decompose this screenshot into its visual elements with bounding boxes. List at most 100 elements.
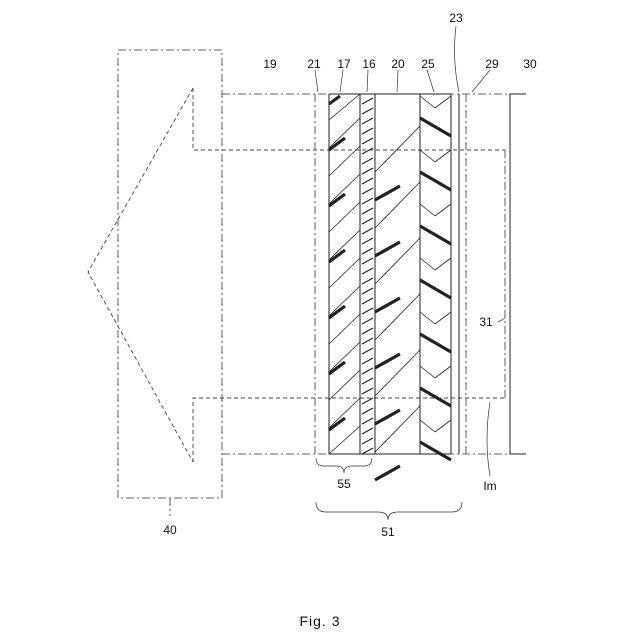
label-17: 17: [337, 57, 351, 71]
hatch-17-line: [329, 174, 360, 204]
layer-25-hatching: [420, 96, 451, 460]
hatch-20-bold: [375, 354, 400, 368]
label-16: 16: [362, 57, 376, 71]
hatch-25-line: [420, 420, 435, 432]
hatch-25-line: [435, 366, 451, 378]
hatch-17-line: [329, 202, 360, 232]
hatch-17-line: [329, 370, 360, 400]
label-25: 25: [421, 57, 435, 71]
hatch-16-line: [362, 258, 373, 264]
label-20: 20: [391, 57, 405, 71]
hatch-20-bold: [375, 466, 400, 480]
hatch-25-bold: [420, 172, 451, 190]
hatch-16-line: [362, 418, 373, 424]
hatch-16-line: [362, 378, 373, 384]
hatch-16-line: [362, 168, 373, 174]
hatch-25-line: [435, 204, 451, 216]
hatch-25-line: [420, 258, 435, 270]
hatch-25-bold: [420, 280, 451, 298]
label-im: Im: [483, 479, 496, 493]
hatch-17-line: [329, 342, 360, 372]
element-30-bracket: [510, 94, 526, 454]
hatch-16-line: [362, 308, 373, 314]
label-23: 23: [449, 11, 463, 25]
brace-55: [316, 458, 372, 473]
brace-51: [316, 502, 462, 520]
leader-im: [487, 402, 490, 476]
arrow-head-path: [88, 88, 193, 462]
hatch-25-bold: [420, 388, 451, 406]
hatch-16-line: [362, 198, 373, 204]
element-40-outline: [118, 50, 222, 498]
hatch-16-line: [362, 188, 373, 194]
hatch-16-line: [362, 438, 373, 444]
leader-20: [397, 70, 398, 92]
hatch-16-line: [362, 178, 373, 184]
hatch-25-line: [435, 150, 451, 162]
hatch-25-bold: [420, 226, 451, 244]
leader-21: [315, 70, 318, 92]
hatch-25-bold: [420, 442, 451, 460]
layer-20-hatching: [375, 126, 420, 480]
hatch-20-bold: [375, 242, 400, 256]
hatch-20-line: [375, 126, 420, 172]
arrow-upper-path: [193, 88, 505, 150]
hatch-16-line: [362, 348, 373, 354]
hatch-16-line: [362, 298, 373, 304]
hatch-25-line: [435, 96, 451, 108]
hatch-17-line: [329, 426, 360, 454]
hatch-25-line: [420, 204, 435, 216]
hatch-16-line: [362, 118, 373, 124]
hatch-16-line: [362, 148, 373, 154]
hatch-16-line: [362, 328, 373, 334]
hatch-16-line: [362, 368, 373, 374]
hatch-16-line: [362, 268, 373, 274]
leader-25: [427, 70, 434, 92]
hatch-16-line: [362, 428, 373, 434]
hatch-16-line: [362, 208, 373, 214]
hatch-16-line: [362, 98, 373, 104]
hatch-25-bold: [420, 118, 451, 136]
hatch-16-line: [362, 318, 373, 324]
hatch-25-line: [435, 420, 451, 432]
hatch-25-line: [420, 150, 435, 162]
leader-31: [498, 318, 505, 322]
label-40: 40: [163, 523, 177, 537]
hatch-17-line: [329, 314, 360, 344]
hatch-16-line: [362, 358, 373, 364]
arrow-lower-path: [193, 398, 505, 462]
leader-16: [367, 70, 368, 92]
hatch-17-bold: [329, 96, 340, 104]
hatch-17-line: [329, 146, 360, 176]
hatch-16-line: [362, 388, 373, 394]
hatch-16-line: [362, 128, 373, 134]
label-29: 29: [485, 57, 499, 71]
hatch-16-line: [362, 238, 373, 244]
hatch-20-bold: [375, 186, 400, 200]
layer-16-hatching: [362, 98, 373, 454]
figure-caption: Fig. 3: [299, 613, 340, 629]
hatch-16-line: [362, 248, 373, 254]
hatch-16-line: [362, 338, 373, 344]
hatch-16-line: [362, 398, 373, 404]
hatch-17-line: [329, 286, 360, 316]
hatch-25-line: [435, 258, 451, 270]
hatch-20-bold: [375, 298, 400, 312]
hatch-16-line: [362, 218, 373, 224]
label-31: 31: [479, 315, 493, 329]
label-21: 21: [307, 57, 321, 71]
hatch-16-line: [362, 448, 373, 454]
label-19: 19: [263, 57, 277, 71]
hatch-25-line: [420, 366, 435, 378]
label-51: 51: [381, 525, 395, 539]
hatch-25-line: [420, 96, 435, 108]
hatch-16-line: [362, 158, 373, 164]
hatch-17-line: [329, 94, 360, 120]
hatch-16-line: [362, 278, 373, 284]
hatch-25-line: [435, 312, 451, 324]
hatch-17-line: [329, 398, 360, 428]
hatch-16-line: [362, 228, 373, 234]
leader-29: [472, 70, 490, 92]
hatch-17-line: [329, 118, 360, 148]
leader-17: [340, 70, 343, 92]
